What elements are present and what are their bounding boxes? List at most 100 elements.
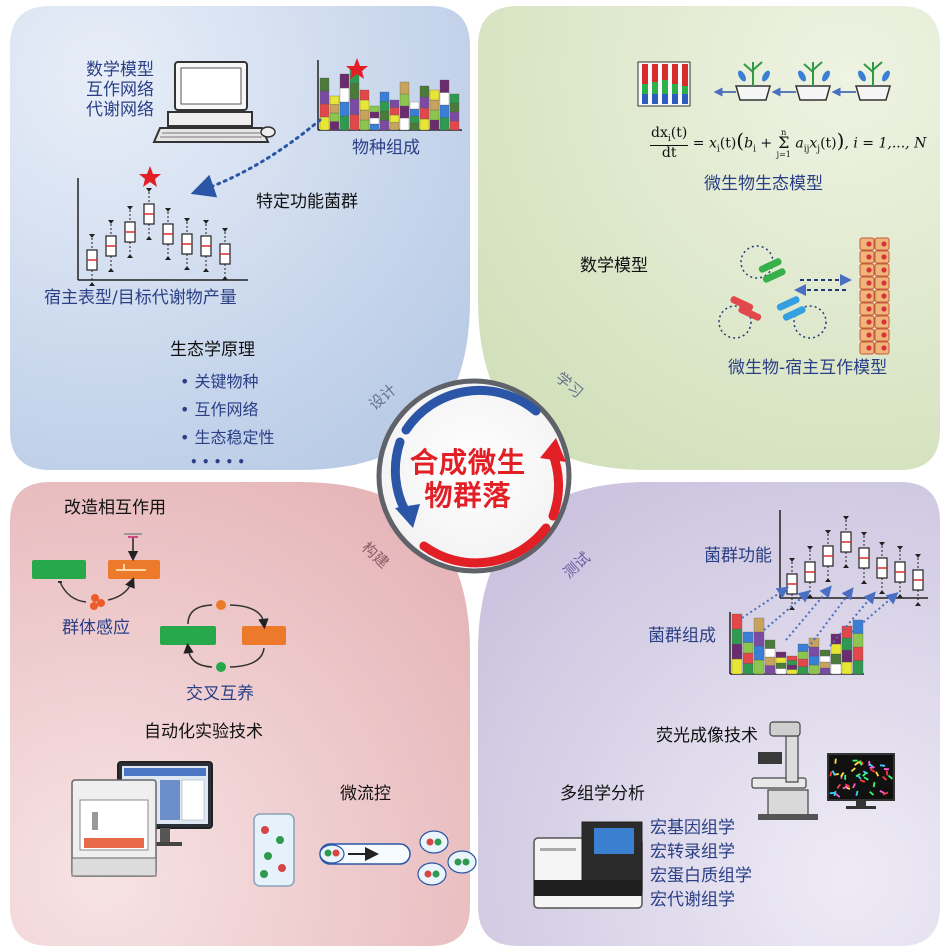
- host-cell-nucleus: [866, 319, 872, 325]
- box-cap: [89, 234, 95, 238]
- host-cell-nucleus: [866, 280, 872, 286]
- bar-segment: [379, 91, 390, 102]
- bar-segment: [429, 109, 440, 121]
- box-cap: [184, 218, 190, 222]
- bar-segment: [797, 658, 809, 667]
- center-circle: [376, 378, 572, 574]
- plant-pots: [713, 61, 891, 101]
- learn-quadrant: [478, 6, 940, 470]
- host-cell-nucleus: [881, 241, 887, 247]
- box-cap: [843, 564, 849, 568]
- bar-segment: [830, 663, 842, 675]
- bar-segment: [439, 92, 450, 106]
- bar-segment: [808, 637, 820, 648]
- star-icon-2: [139, 166, 161, 187]
- composition-to-function-arrows: [741, 585, 899, 649]
- omics-item-2: 宏转录组学: [650, 842, 735, 862]
- bar-segment: [753, 617, 765, 633]
- fluorescent-cell: [859, 779, 866, 783]
- box-cap: [222, 228, 228, 232]
- bar-segment: [399, 117, 410, 131]
- cycle-arrow-red-head: [540, 438, 566, 462]
- bar-segment: [389, 114, 400, 123]
- bar-segment: [753, 659, 765, 675]
- bar-segment: [731, 613, 743, 630]
- host-cell-nucleus: [866, 332, 872, 338]
- bar-segment: [753, 631, 765, 647]
- bar-segment: [830, 653, 842, 665]
- bar-segment: [439, 79, 450, 93]
- cycle-arrow-blue: [401, 385, 541, 435]
- bar-segment: [775, 657, 787, 664]
- stacked-time-series: [637, 61, 691, 107]
- bar-segment: [852, 619, 864, 634]
- bar-segment: [339, 101, 350, 117]
- fluorescent-cell: [875, 771, 880, 777]
- box-cap: [146, 236, 152, 240]
- box-cap: [879, 590, 885, 594]
- bar-segment: [379, 120, 390, 131]
- lotka-volterra-equation: dxi(t) dt = xi(t)(bi + n Σ j=1 aijxj(t))…: [650, 125, 927, 161]
- model-list-item-2: 互作网络: [86, 80, 154, 100]
- bar-segment: [389, 122, 400, 131]
- host-cell-nucleus: [881, 293, 887, 299]
- microfluidic-tube: [253, 813, 295, 887]
- bar-segment: [797, 643, 809, 652]
- fluorescent-cell: [852, 783, 856, 789]
- bar-segment: [339, 87, 350, 103]
- microfluidic-channel: [319, 843, 411, 865]
- bar-segment: [429, 119, 440, 131]
- bar-segment: [742, 642, 754, 654]
- bar-segment: [764, 639, 776, 649]
- fluorescent-cell: [885, 770, 889, 776]
- fluorescent-cell: [870, 768, 876, 773]
- bar-segment: [399, 93, 410, 107]
- bar-segment: [339, 73, 350, 89]
- host-cell-nucleus: [866, 293, 872, 299]
- bar-segment: [369, 105, 380, 113]
- ecology-item-3: • 生态稳定性: [180, 428, 275, 447]
- fluorescent-cell: [869, 791, 875, 796]
- bar-segment: [409, 115, 420, 124]
- bar-segment: [449, 93, 460, 104]
- omics-item-3: 宏蛋白质组学: [650, 866, 752, 886]
- bar-segment: [329, 112, 340, 122]
- bar-segment: [419, 107, 430, 120]
- automation-label: 自动化实验技术: [144, 722, 263, 742]
- center-title-line-2: 物群落: [424, 479, 512, 513]
- bar-segment: [359, 99, 370, 111]
- box-cap: [861, 532, 867, 536]
- dotted-arrow: [763, 590, 811, 631]
- host-phenotype-label: 宿主表型/目标代谢物产量: [44, 288, 237, 308]
- bar-segment: [742, 663, 754, 675]
- bar-segment: [389, 99, 400, 108]
- box-cap: [843, 516, 849, 520]
- cross-feeding-label: 交叉互养: [186, 684, 254, 704]
- bar-segment: [808, 664, 820, 675]
- fluorescent-cell: [858, 760, 863, 766]
- ecology-item-2: • 互作网络: [180, 400, 259, 419]
- modify-interaction-label: 改造相互作用: [64, 498, 166, 518]
- community-composition-label: 菌群组成: [648, 626, 716, 646]
- bar-segment: [775, 668, 787, 675]
- bar-segment: [841, 625, 853, 639]
- fluorescent-cell: [868, 763, 874, 768]
- bar-segment: [808, 655, 820, 666]
- bar-segment: [329, 104, 340, 114]
- bar-segment: [819, 661, 831, 669]
- bar-segment: [359, 109, 370, 121]
- host-cell-nucleus: [881, 319, 887, 325]
- fluorescent-cell: [882, 775, 887, 781]
- bar-segment: [439, 104, 450, 118]
- host-cell-nucleus: [881, 332, 887, 338]
- bar-segment: [819, 667, 831, 675]
- dotted-arrow: [851, 592, 899, 633]
- fluorescent-cell: [855, 790, 859, 796]
- bar-segment: [359, 89, 370, 101]
- box-cap: [879, 542, 885, 546]
- bar-segment: [786, 655, 798, 661]
- host-cell-nucleus: [881, 280, 887, 286]
- box-cap: [108, 268, 114, 272]
- cycle-arrow-blue-head: [395, 504, 420, 528]
- fluorescence-label: 荧光成像技术: [656, 726, 758, 746]
